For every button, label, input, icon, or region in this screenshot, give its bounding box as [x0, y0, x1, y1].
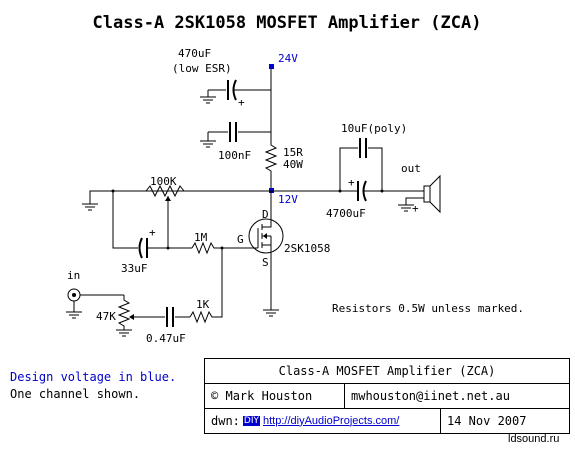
out-label: out — [401, 162, 421, 175]
channel-note: One channel shown. — [10, 387, 141, 401]
ground-symbol-pot — [116, 329, 132, 337]
title-block-email-cell: mwhouston@iinet.net.au — [345, 383, 510, 408]
website-link[interactable]: http://diyAudioProjects.com/ — [263, 414, 400, 427]
c-poly-label: 10uF(poly) — [341, 122, 407, 135]
c-boot-label: 33uF — [121, 262, 148, 275]
drawing-date: 14 Nov 2007 — [447, 413, 527, 428]
r-gate-label: 1M — [194, 231, 208, 244]
r-in — [189, 248, 223, 324]
speaker-plus: + — [412, 202, 419, 215]
gate-pin-label: G — [237, 233, 244, 246]
author-name: Mark Houston — [225, 388, 313, 403]
supply-node — [269, 64, 274, 69]
c-boot-plus: + — [149, 226, 156, 239]
input-jack-icon — [67, 288, 81, 302]
r-gate — [191, 241, 222, 255]
c-supply-plate-2 — [232, 79, 237, 101]
in-label: in — [67, 269, 80, 282]
resistor-note: Resistors 0.5W unless marked. — [332, 302, 524, 315]
title-block-date-cell: 14 Nov 2007 — [441, 408, 526, 433]
c-in-label: 0.47uF — [146, 332, 186, 345]
ground-symbol-speaker — [398, 204, 414, 212]
pot-vol-label: 47K — [96, 310, 116, 323]
r-supply-value-label: 15R — [283, 146, 303, 159]
pot-vol-arrow — [129, 314, 134, 320]
pot-bias-arrow — [165, 196, 171, 201]
diy-logo: DIY — [242, 415, 260, 426]
watermark: ldsound.ru — [508, 433, 560, 445]
c-out-label: 4700uF — [326, 207, 366, 220]
ground-symbol-input — [66, 311, 82, 319]
speaker-icon — [423, 174, 441, 214]
title-block: Class-A MOSFET Amplifier (ZCA) © Mark Ho… — [204, 358, 570, 434]
r-supply — [264, 140, 278, 191]
c-out-plate-2 — [362, 180, 367, 202]
pot-vol — [117, 295, 131, 330]
source-pin-label: S — [262, 256, 269, 269]
c-poly-wire-right — [368, 147, 383, 191]
mosfet-symbol — [222, 191, 284, 310]
c-supply-value-label: 470uF — [178, 47, 211, 60]
ground-symbol-1 — [200, 96, 216, 104]
mid-voltage-label: 12V — [278, 193, 298, 206]
title-block-name-row: Class-A MOSFET Amplifier (ZCA) — [205, 359, 569, 384]
ground-symbol-source — [263, 309, 279, 317]
mosfet-label: 2SK1058 — [284, 242, 330, 255]
supply-voltage-label: 24V — [278, 52, 298, 65]
pot-bias — [145, 184, 185, 198]
title-block-author-row: © Mark Houston mwhouston@iinet.net.au — [205, 383, 569, 409]
title-block-author-cell: © Mark Houston — [205, 383, 345, 408]
pot-bias-label: 100K — [150, 175, 177, 188]
schematic-title: Class-A 2SK1058 MOSFET Amplifier (ZCA) — [93, 13, 482, 33]
c-bypass-label: 100nF — [218, 149, 251, 162]
title-block-name: Class-A MOSFET Amplifier (ZCA) — [278, 364, 496, 378]
ground-symbol-bias — [82, 203, 98, 211]
bias-top-wire — [89, 190, 271, 204]
dwn-label: dwn: — [211, 413, 240, 428]
junction-poly-right — [380, 189, 384, 193]
author-email[interactable]: mwhouston@iinet.net.au — [351, 388, 510, 403]
c-boot-wire-left — [112, 191, 138, 249]
drain-pin-label: D — [262, 208, 269, 221]
c-boot-plate-1 — [138, 237, 143, 259]
c-supply-note-label: (low ESR) — [172, 62, 232, 75]
c-out-plus: + — [348, 176, 355, 189]
design-voltage-note: Design voltage in blue. — [10, 370, 177, 384]
c-poly-wire-left — [339, 147, 358, 191]
copyright-symbol: © — [211, 388, 219, 403]
r-in-label: 1K — [196, 298, 210, 311]
c-supply-plus: + — [238, 96, 245, 109]
r-supply-power-label: 40W — [283, 158, 303, 171]
speaker-gnd-wire — [405, 197, 424, 205]
ground-symbol-2 — [200, 140, 216, 148]
